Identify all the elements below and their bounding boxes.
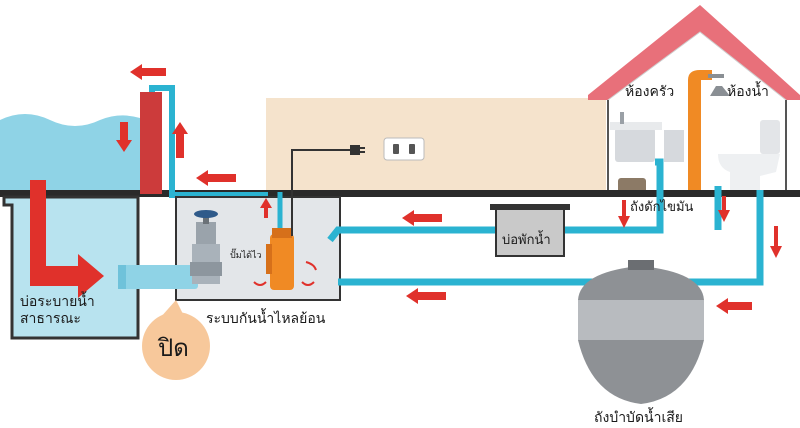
overflow-pipe (149, 85, 268, 198)
toilet-icon (718, 120, 780, 190)
cabinet (664, 130, 684, 162)
flow-arrow-icon (30, 180, 104, 298)
label-junction-pit: บ่อพักน้ำ (502, 230, 551, 248)
upper-drain-pipe (327, 158, 664, 243)
shower-icon (708, 74, 730, 96)
label-public-drain: บ่อระบายน้ำ สาธารณะ (20, 291, 99, 327)
submersible-pump-icon (266, 228, 294, 290)
power-cable (291, 149, 350, 236)
flow-arrow-icon (406, 288, 446, 304)
flow-arrow-icon (196, 170, 236, 186)
power-outlet-icon (383, 137, 425, 161)
house-roof (588, 5, 800, 100)
flow-arrow-icon (130, 64, 166, 80)
junction-pit (495, 207, 565, 257)
label-grease-trap: ถังดักไขมัน (630, 199, 694, 215)
flow-arrow-icon (716, 298, 752, 314)
label-septic-tank: ถังบำบัดน้ำเสีย (594, 407, 683, 426)
flow-arrow-icon (172, 122, 188, 158)
house-main-pipe (338, 190, 764, 286)
main-drain-pipe (118, 265, 198, 289)
flow-arrow-icon (116, 122, 132, 152)
flow-arrow-icon (402, 210, 442, 226)
label-closed: ปิด (157, 334, 189, 362)
gate-valve-icon (190, 210, 222, 284)
label-pump-working: ปั๊มได้ไว (230, 248, 262, 261)
closed-sign (142, 300, 210, 380)
ground-line (0, 190, 800, 197)
vent-pipe-cap (688, 70, 712, 80)
septic-tank (578, 260, 704, 404)
flood-water (0, 114, 140, 192)
label-public-drain-line2: สาธารณะ (20, 311, 81, 327)
label-bathroom: ห้องน้ำ (727, 81, 769, 100)
flow-arrow-icon (618, 200, 630, 228)
plug-icon (350, 145, 365, 155)
flow-arrow-icon (718, 196, 730, 222)
label-public-drain-line1: บ่อระบายน้ำ (20, 291, 95, 310)
junction-pit-lid (490, 204, 570, 210)
vent-pipe (688, 80, 701, 192)
pump-flow-marks (253, 261, 317, 286)
sink-icon (610, 112, 662, 162)
label-backflow-system: ระบบกันน้ำไหลย้อน (206, 308, 326, 327)
main-drain-pipe-end (118, 265, 126, 289)
flow-arrows (30, 64, 782, 314)
flood-wall (140, 92, 162, 194)
flow-arrow-icon (260, 198, 272, 218)
flow-arrow-icon (770, 226, 782, 258)
label-kitchen: ห้องครัว (625, 84, 674, 100)
wall-background (266, 98, 606, 190)
